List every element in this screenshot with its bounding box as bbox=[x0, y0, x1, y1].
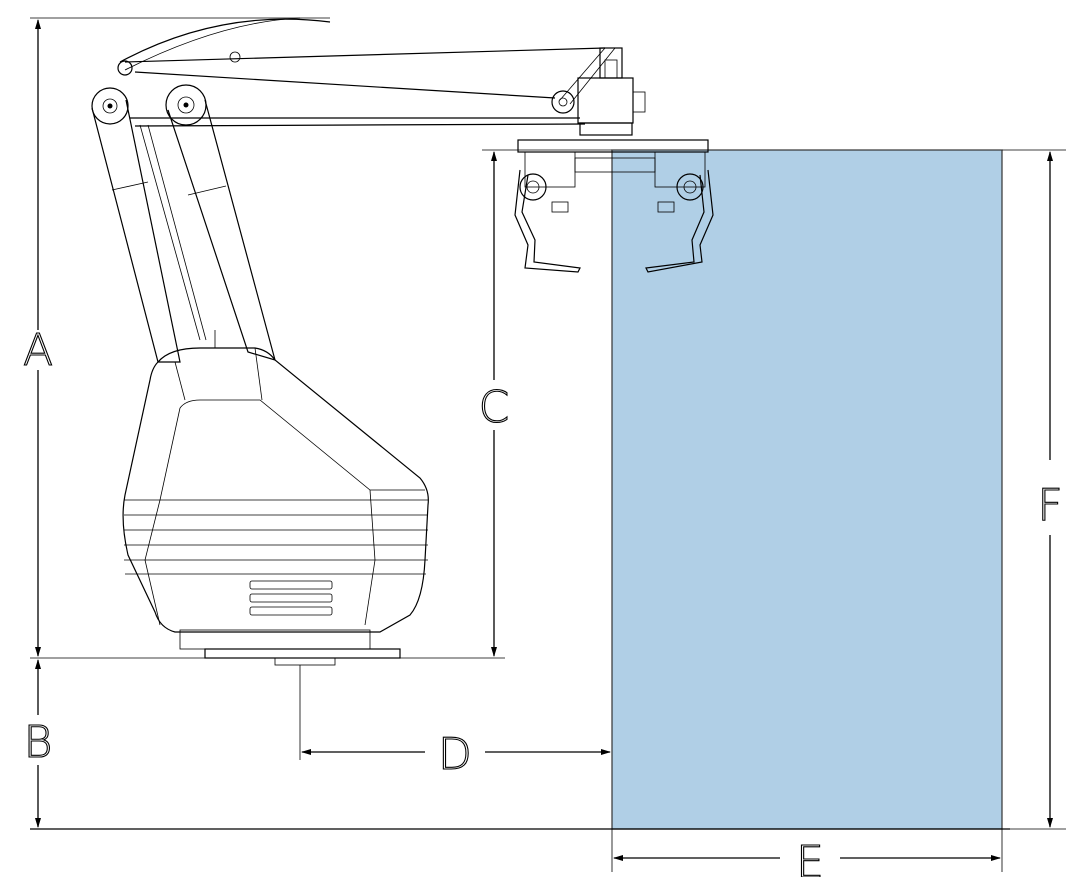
pallet-load-area bbox=[611, 149, 1003, 830]
front-arm bbox=[139, 84, 276, 361]
label-c: C bbox=[479, 382, 510, 433]
robot-base bbox=[179, 629, 401, 760]
dimension-c: C bbox=[478, 149, 612, 657]
label-d: D bbox=[438, 729, 472, 780]
dimension-d: D bbox=[301, 728, 611, 781]
label-e: E bbox=[796, 837, 824, 877]
rear-arm bbox=[91, 87, 181, 363]
label-f: F bbox=[1037, 480, 1062, 531]
dimension-a: A bbox=[22, 17, 330, 657]
dimension-e: E bbox=[611, 829, 1003, 877]
robot-body bbox=[122, 347, 429, 633]
dimension-b: B bbox=[23, 659, 53, 828]
label-b: B bbox=[24, 717, 53, 768]
dimension-f: F bbox=[1002, 149, 1066, 830]
wrist-head bbox=[577, 47, 646, 136]
gripper bbox=[514, 139, 714, 273]
label-a: A bbox=[23, 325, 53, 376]
